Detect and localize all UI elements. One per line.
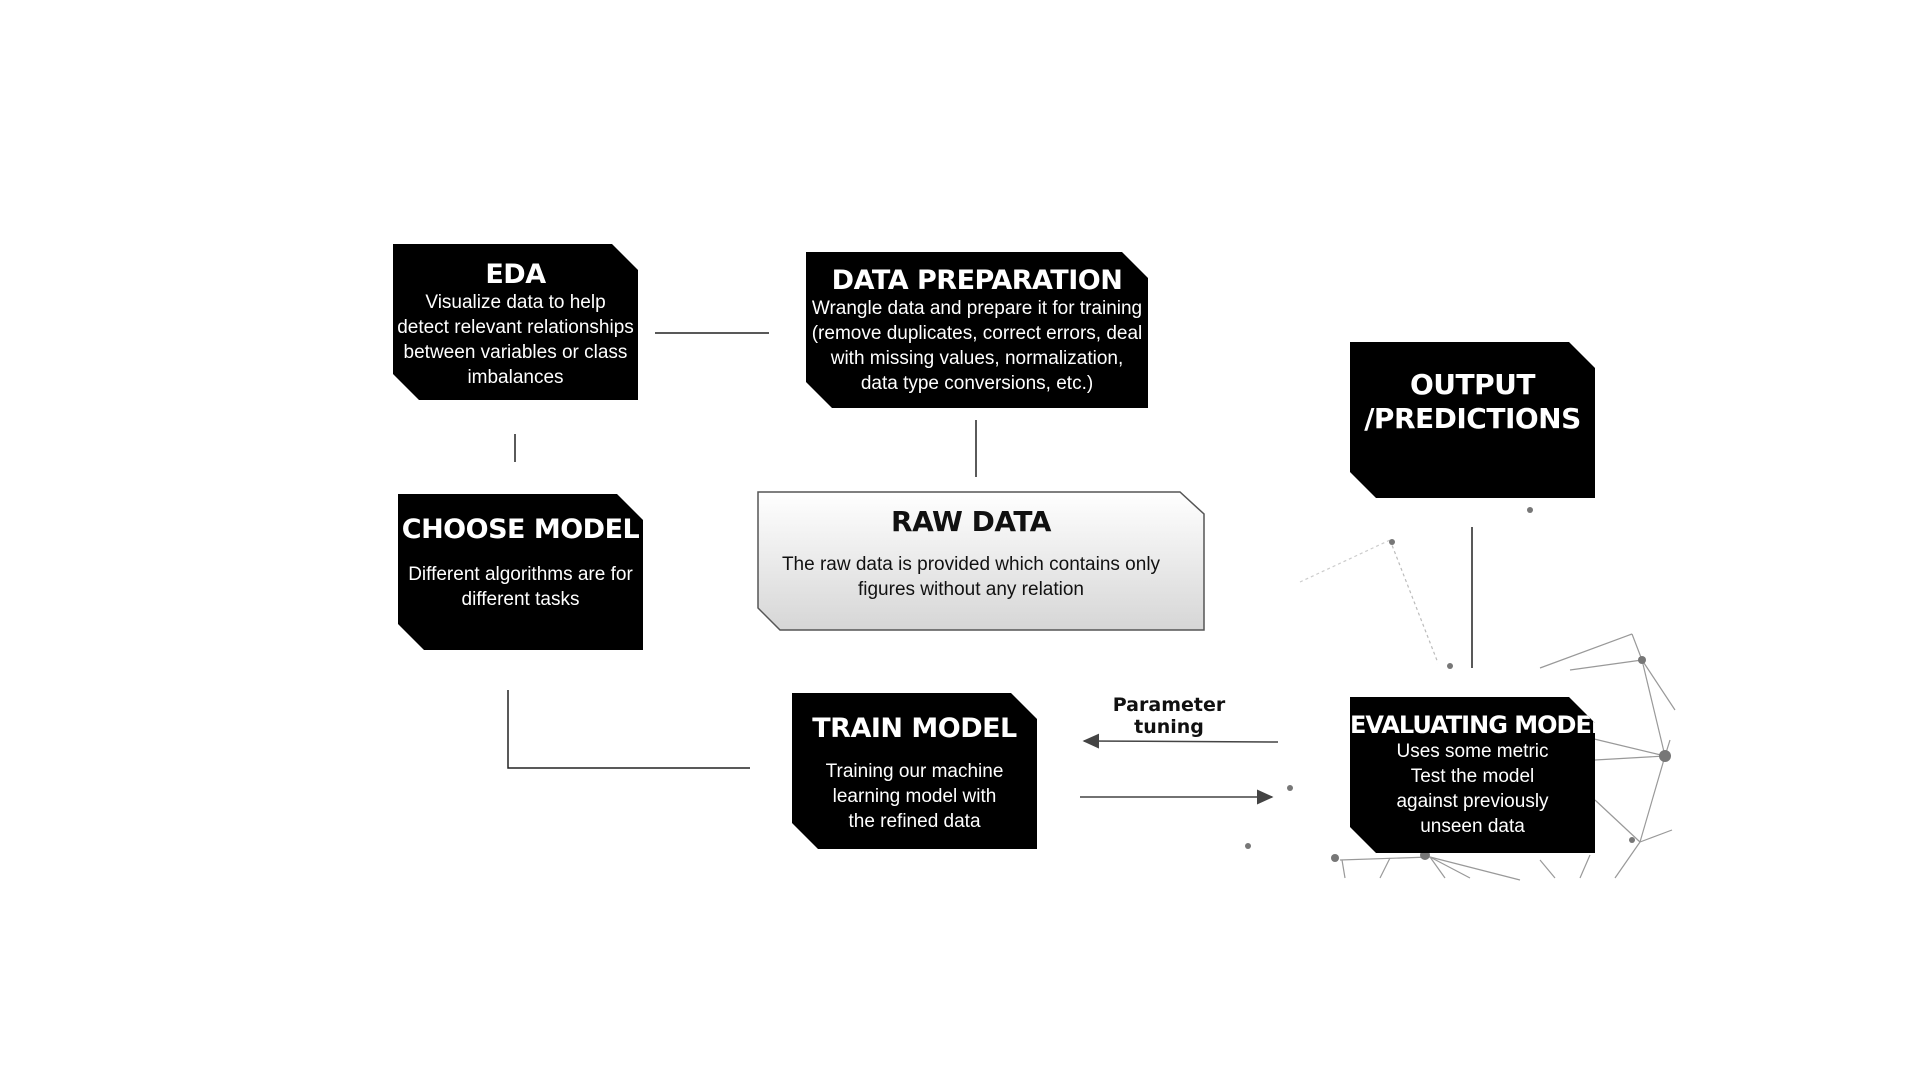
choose-model-title: CHOOSE MODEL — [401, 514, 640, 545]
eda-title: EDA — [485, 259, 546, 290]
output-title: OUTPUT — [1410, 368, 1535, 401]
train-model-title: TRAIN MODEL — [812, 713, 1017, 744]
choose-model-description: Different algorithms are for different t… — [408, 564, 633, 610]
data-preparation-description: Wrangle data and prepare it for training… — [811, 298, 1143, 394]
raw-data-shape — [757, 491, 1205, 631]
arrow-left — [1082, 733, 1279, 749]
eda-description: Visualize data to help detect relevant r… — [397, 292, 634, 388]
raw-data-box: RAW DATA The raw data is provided which … — [750, 486, 1192, 624]
predictions-title: /PREDICTIONS — [1364, 402, 1581, 435]
data-preparation-title: DATA PREPARATION — [831, 265, 1123, 296]
train-model-description: Training our machine learning model with… — [825, 761, 1004, 832]
connector-lines — [507, 332, 1473, 769]
evaluating-model-title: EVALUATING MODEL — [1350, 711, 1606, 739]
data-preparation-box: DATA PREPARATION Wrangle data and prepar… — [806, 252, 1148, 408]
network-nodes — [1245, 507, 1671, 862]
evaluating-model-box: EVALUATING MODEL Uses some metric Test t… — [1350, 697, 1595, 853]
network-decoration — [1299, 539, 1676, 881]
parameter-tuning-label: Parameter tuning — [1112, 694, 1226, 738]
evaluating-model-desc-line1: Uses some metric — [1396, 741, 1549, 762]
eda-box: EDA Visualize data to help detect releva… — [393, 244, 638, 400]
raw-data-title: RAW DATA — [891, 505, 1051, 538]
evaluating-model-desc-line4: unseen data — [1420, 816, 1525, 837]
evaluating-model-desc-line2: Test the model — [1410, 766, 1535, 787]
evaluating-model-desc-line3: against previously — [1396, 791, 1549, 812]
raw-data-description: The raw data is provided which contains … — [781, 554, 1161, 600]
output-predictions-box: OUTPUT /PREDICTIONS — [1350, 342, 1595, 498]
train-model-box: TRAIN MODEL Training our machine learnin… — [792, 693, 1037, 849]
parameter-arrows — [1080, 733, 1279, 805]
choose-model-box: CHOOSE MODEL Different algorithms are fo… — [398, 494, 643, 650]
